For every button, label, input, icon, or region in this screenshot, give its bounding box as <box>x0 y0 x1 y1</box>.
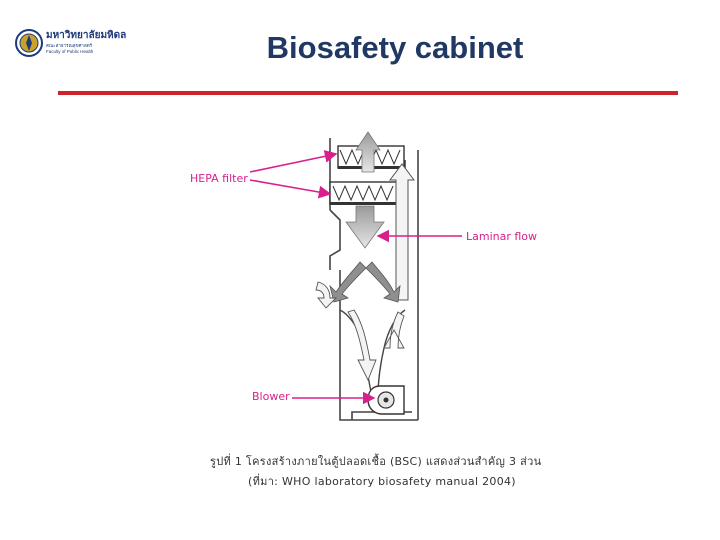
return-airflow-arrow <box>389 163 415 301</box>
figure-caption: รูปที่ 1 โครงสร้างภายในตู้ปลอดเชื้อ (BSC… <box>210 455 542 468</box>
label-hepa-filter: HEPA filter <box>190 172 248 185</box>
exhaust-arrow <box>355 131 381 173</box>
incoming-air-arrow <box>315 281 338 309</box>
laminar-flow-arrow <box>345 205 385 249</box>
blower-unit <box>367 385 405 415</box>
figure-source: (ที่มา: WHO laboratory biosafety manual … <box>248 475 516 488</box>
label-pointers <box>249 150 462 405</box>
split-arrow-left <box>329 261 367 303</box>
label-laminar-flow: Laminar flow <box>466 230 538 243</box>
label-blower: Blower <box>252 390 290 403</box>
logo-university-name: มหาวิทยาลัยมหิดล <box>46 30 127 41</box>
logo-faculty-th: คณะสาธารณสุขศาสตร์ <box>46 43 93 48</box>
title-divider <box>58 91 678 95</box>
logo-faculty-en: Faculty of Public Health <box>46 49 94 54</box>
split-arrow-right <box>365 261 401 303</box>
plenum-airflow-right <box>383 311 405 349</box>
university-logo: มหาวิทยาลัยมหิดล คณะสาธารณสุขศาสตร์ Facu… <box>14 22 127 64</box>
plenum-airflow-left <box>347 309 377 382</box>
seal-icon <box>15 29 43 57</box>
hepa-filter-supply <box>329 181 401 205</box>
slide-title: Biosafety cabinet <box>266 30 524 65</box>
